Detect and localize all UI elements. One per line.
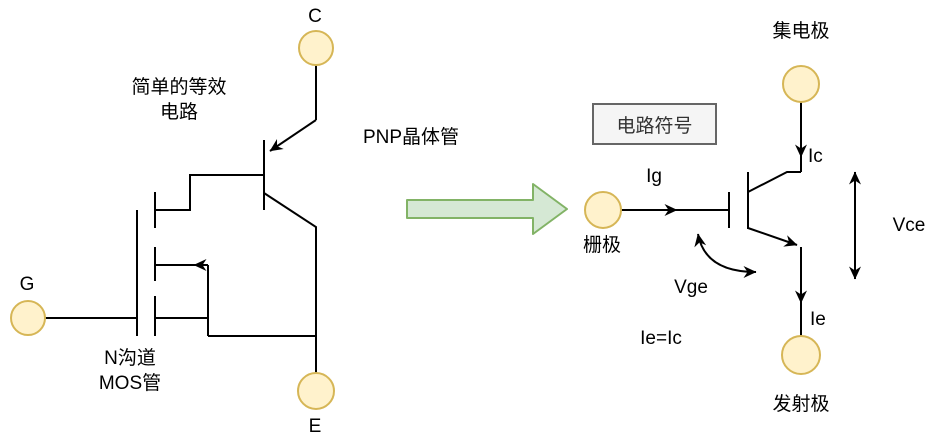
terminal-c-label: C bbox=[308, 6, 322, 27]
ie-label: Ie bbox=[810, 309, 826, 330]
ig-label: Ig bbox=[646, 166, 662, 187]
terminal-e-circle bbox=[297, 372, 335, 410]
vce-label: Vce bbox=[892, 215, 926, 236]
collector-label: 集电极 bbox=[772, 21, 830, 42]
ic-label: Ic bbox=[808, 146, 823, 167]
pnp-collector-wire bbox=[263, 192, 317, 373]
gate-label: 栅极 bbox=[582, 235, 622, 256]
vge-curved-arrow bbox=[694, 233, 757, 278]
igbt-emitter-diagonal-arrow bbox=[747, 227, 798, 247]
mosfet-label: N沟道 MOS管 bbox=[98, 348, 162, 394]
terminal-g-label: G bbox=[19, 274, 35, 295]
pnp-transistor-label: PNP晶体管 bbox=[362, 127, 460, 148]
circuit-symbol-box-label: 电路符号 bbox=[616, 115, 693, 137]
ie-equals-ic-label: Ie=Ic bbox=[640, 328, 682, 349]
emitter-terminal-circle bbox=[781, 335, 821, 375]
terminal-e-label: E bbox=[308, 416, 322, 437]
terminal-c-circle bbox=[298, 30, 334, 66]
pnp-emitter-arrow bbox=[269, 119, 317, 152]
terminal-g-circle bbox=[10, 300, 46, 336]
gate-terminal-circle bbox=[584, 191, 622, 229]
drain-to-base-wire bbox=[155, 174, 264, 211]
emitter-label: 发射极 bbox=[772, 394, 830, 415]
collector-terminal-circle bbox=[782, 65, 820, 103]
transition-arrow bbox=[406, 183, 568, 235]
igbt-collector-diagonal bbox=[747, 171, 801, 193]
equivalent-circuit-title: 简单的等效 电路 bbox=[131, 77, 227, 123]
vge-label: Vge bbox=[674, 277, 708, 298]
circuit-symbol-box: 电路符号 bbox=[592, 103, 717, 145]
